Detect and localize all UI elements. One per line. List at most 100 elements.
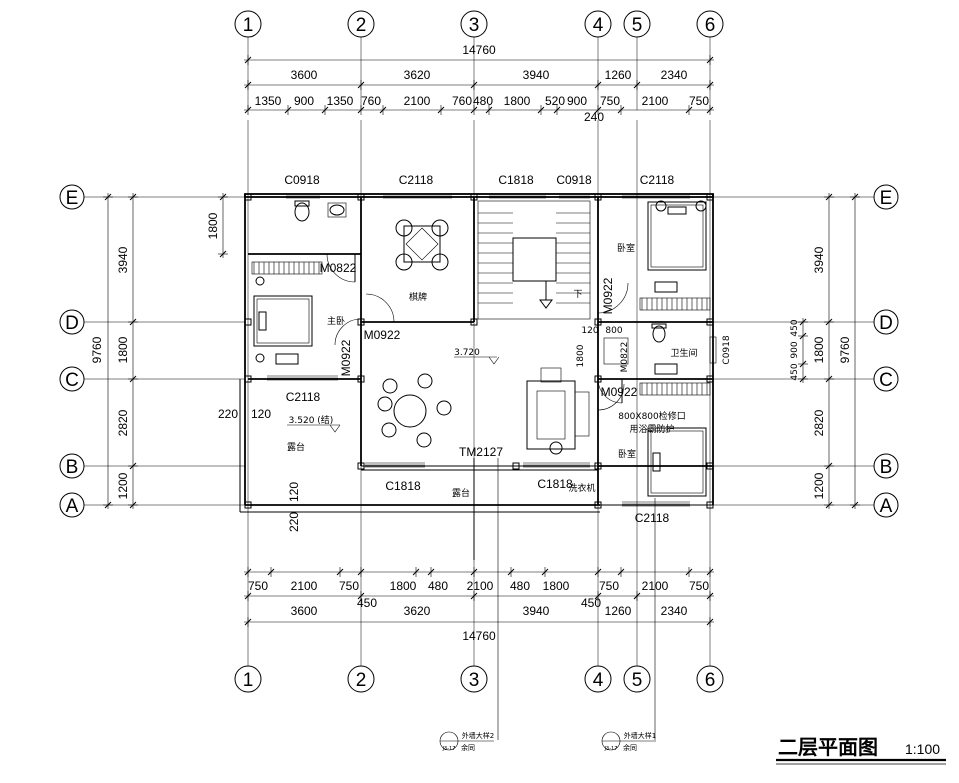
axis-label: C: [879, 370, 893, 391]
dim-bottom-total: 14760: [462, 629, 496, 643]
axis-bubble-E-left: E: [59, 184, 85, 210]
dim-chain-bottom-detail-slash: [412, 568, 420, 576]
detail-ref-2: J3-17 外墙大样1 余同: [601, 731, 656, 752]
level-text: 3.520 (结): [289, 414, 334, 426]
column: [244, 318, 252, 326]
axis-label: 2: [356, 670, 367, 691]
dim-bottom-mid: 2340: [661, 604, 688, 618]
dim-chain-left-mid-slash: [129, 375, 137, 383]
dim-bottom-mid: 3600: [291, 604, 318, 618]
room-label: 卧室: [618, 448, 636, 460]
tv-stand-master: [275, 353, 299, 365]
axis-label: 3: [469, 15, 480, 36]
tv-stand-bed-1: [654, 363, 678, 375]
dim-left-total: 9760: [90, 336, 104, 363]
dim-chain-top-detail-slash: [244, 106, 252, 114]
dim-chain-bottom-detail-slash: [336, 568, 344, 576]
dim-chain-top-detail-slash: [706, 106, 714, 114]
window-tag: C2118: [635, 511, 670, 525]
dim-chain-top-detail-slash: [284, 106, 292, 114]
dim-left-detail: 1800: [206, 212, 220, 239]
level-mark-1: 3.720: [454, 348, 500, 365]
axis-bubble-4-top: 4: [584, 10, 612, 38]
toilet-tank-2: [651, 323, 667, 329]
dim-chain-right-total-slash: [851, 193, 859, 201]
tv-stand-bed-2: [654, 281, 678, 293]
column: [706, 193, 714, 201]
dim-top-detail: 750: [689, 94, 709, 108]
dim-chain-top-mid-slash: [244, 81, 252, 89]
axis-bubble-5-top: 5: [623, 10, 651, 38]
dim-chain-bottom-mid-slash: [357, 592, 365, 600]
axis-label: 6: [705, 670, 716, 691]
dim-chain-left-total-slash: [104, 501, 112, 509]
dim-chain-bottom-mid-slash: [244, 592, 252, 600]
stair-label: 下: [573, 290, 582, 300]
dim-chain-bottom-total-slash: [244, 618, 252, 626]
wardrobe-bed-2: [639, 382, 711, 396]
bed-master-pillow: [258, 311, 267, 331]
door-tag: TM2127: [459, 445, 503, 459]
dim-chain-bottom-mid-slash: [470, 592, 478, 600]
dim-top-detail: 2100: [404, 94, 431, 108]
dim-bottom-mid: 1260: [605, 604, 632, 618]
door-tag: M0922: [339, 339, 353, 376]
axis-label: 3: [469, 670, 480, 691]
axis-bubble-3-bottom: 3: [460, 665, 488, 693]
dim-chain-bottom-detail-slash: [594, 568, 602, 576]
dim-right-mid: 2820: [812, 409, 826, 436]
dim-chain-top-mid-slash: [594, 81, 602, 89]
dim-right-total: 9760: [838, 336, 852, 363]
door-m0922-a-swing: [365, 293, 395, 323]
terrace-chair: [381, 422, 397, 438]
detail-ref-text: 余同: [461, 743, 475, 752]
chess-chair: [395, 219, 413, 237]
dim-right-detail: 450: [790, 319, 800, 336]
dim-right-detail: 900: [790, 341, 800, 358]
terrace-chair: [382, 378, 398, 394]
dim-chain-top-mid-slash: [357, 81, 365, 89]
dim-chain-bottom-detail-slash: [427, 568, 435, 576]
dim-top-mid: 3620: [404, 68, 431, 82]
generated-geometry: [84, 37, 874, 740]
column: [357, 193, 365, 201]
column: [594, 501, 602, 509]
dim-left-mid: 2820: [116, 409, 130, 436]
column: [706, 375, 714, 383]
axis-label: D: [879, 313, 893, 334]
dim-top-detail: 1350: [255, 94, 282, 108]
toilet-fixture-2: [652, 325, 666, 343]
dim-top-detail: 760: [452, 94, 472, 108]
axis-bubble-4-bottom: 4: [584, 665, 612, 693]
room-label: 露台: [452, 487, 470, 499]
door-m0922-d-swing: [597, 383, 625, 411]
column: [706, 501, 714, 509]
dim-bottom-detail: 750: [689, 579, 709, 593]
axis-label: 4: [593, 15, 604, 36]
dim-small: 120: [581, 326, 598, 336]
dim-right-mid: 1800: [812, 336, 826, 363]
ref-number: J3-17: [442, 746, 456, 752]
chess-table: [403, 225, 441, 263]
round-table: [393, 394, 427, 428]
column: [470, 318, 478, 326]
dim-chain-bottom-mid-slash: [706, 592, 714, 600]
shower-area: [603, 337, 629, 365]
sink-counter: [327, 202, 347, 218]
dim-chain-left-mid-slash: [129, 318, 137, 326]
dim-chain-bottom-mid-slash: [594, 592, 602, 600]
terrace-chair: [417, 373, 433, 389]
dim-chain-top-detail-slash: [379, 106, 387, 114]
axis-bubble-A-right: A: [873, 492, 899, 518]
wardrobe-master: [251, 261, 323, 275]
dim-bottom-detail: 480: [428, 579, 448, 593]
nightstand-lamp: [255, 353, 265, 363]
dim-top-extra: 240: [584, 110, 604, 124]
dim-chain-bottom-detail-slash: [706, 568, 714, 576]
dim-chain-left-mid-slash: [129, 193, 137, 201]
axis-label: E: [880, 188, 893, 209]
nightstand-lamp: [695, 200, 707, 212]
nightstand-lamp: [255, 276, 265, 286]
door-m0922-c-swing: [597, 282, 629, 314]
